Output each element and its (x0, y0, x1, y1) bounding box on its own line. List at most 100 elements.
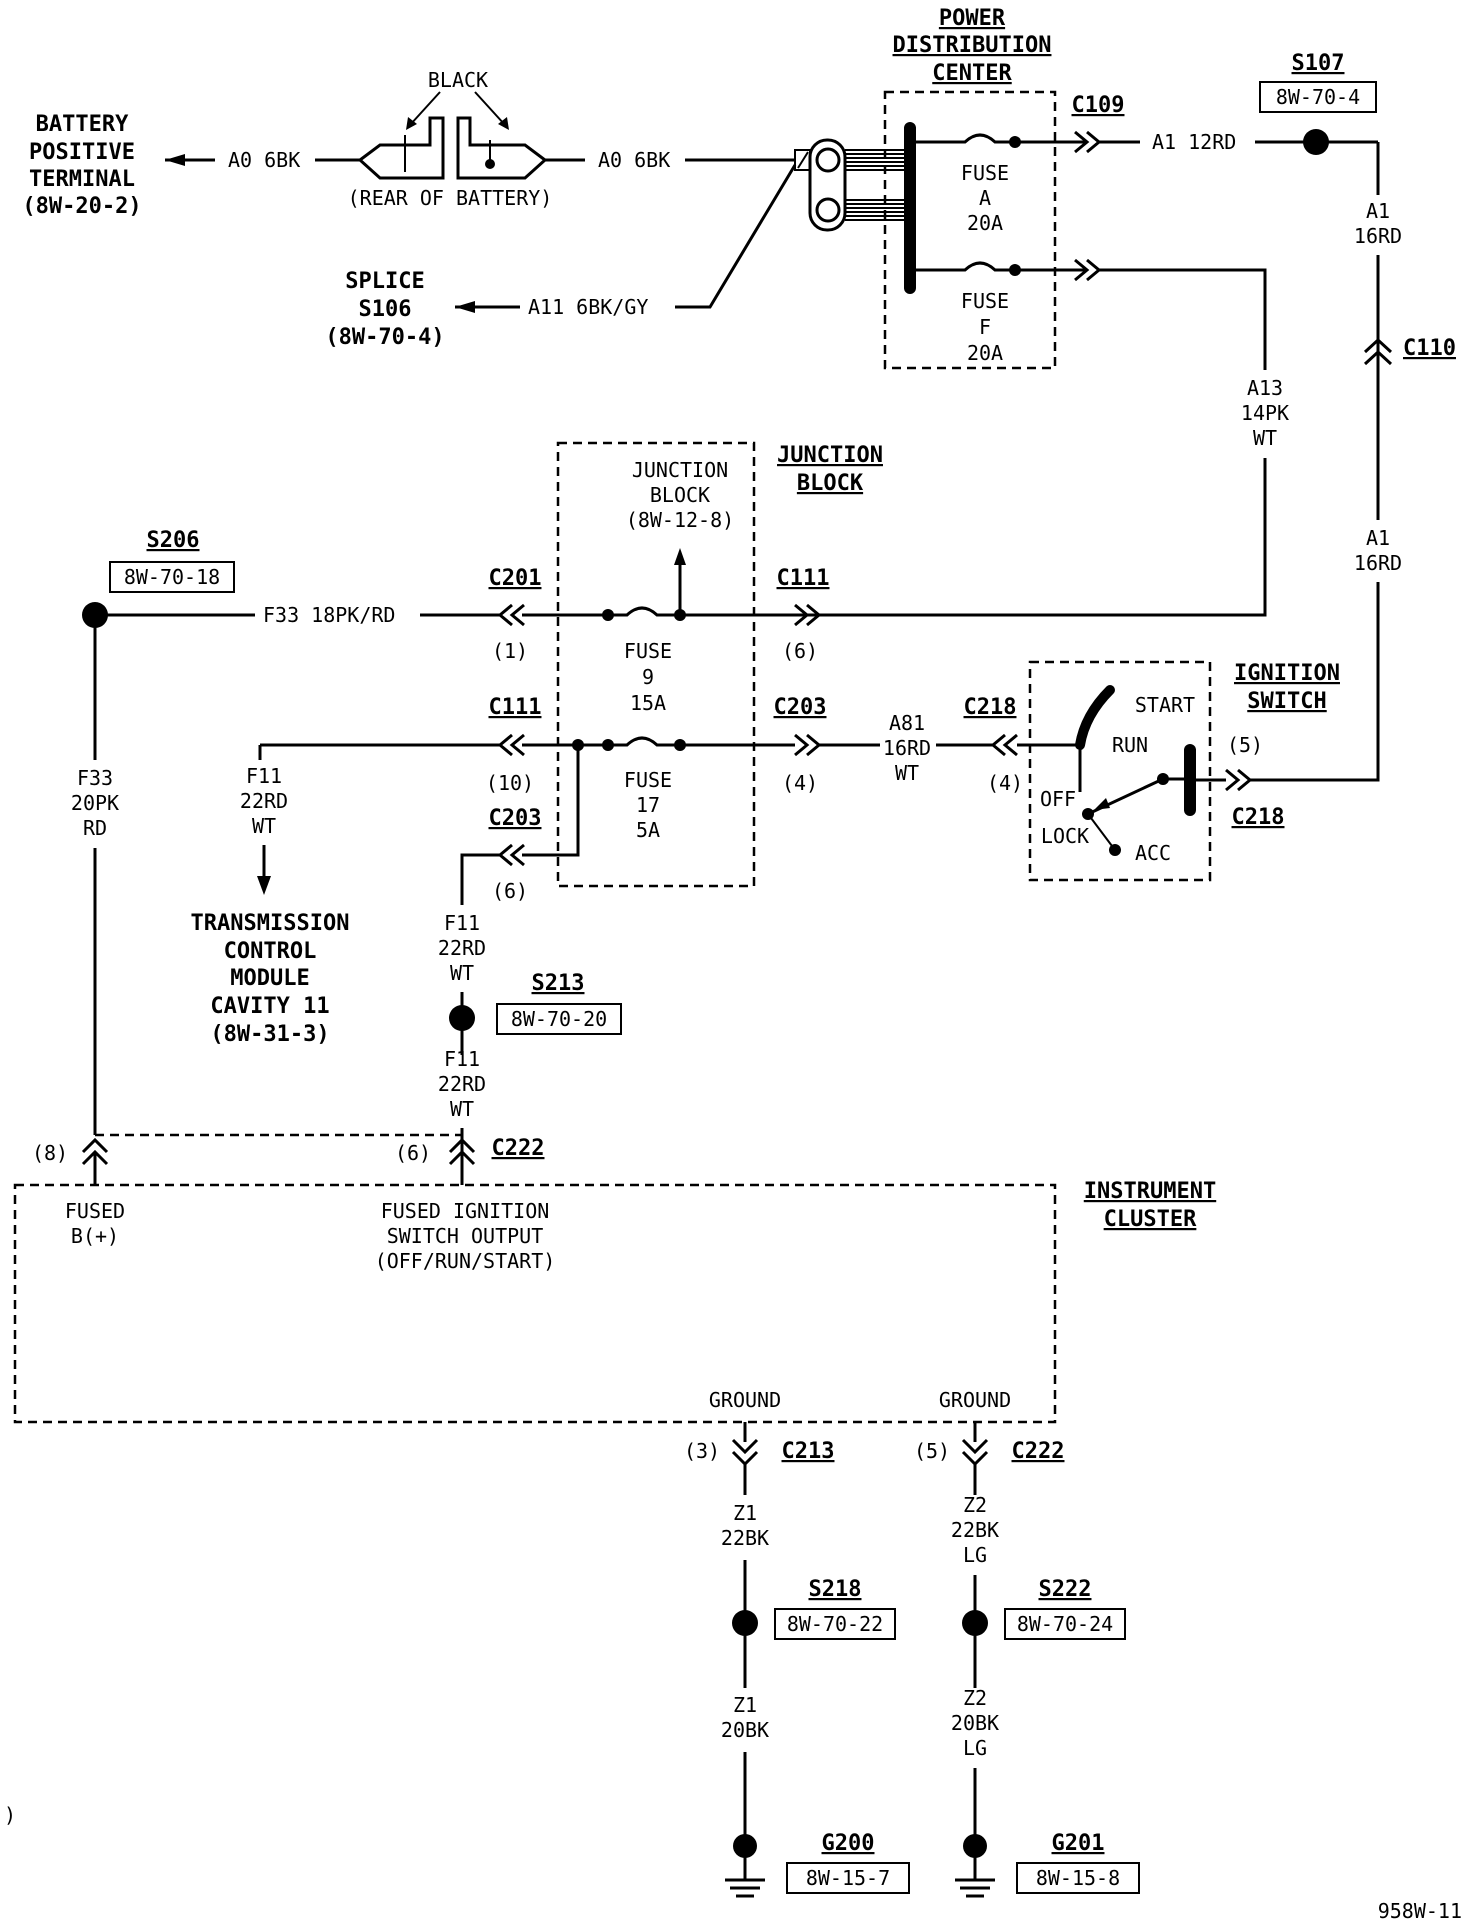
svg-text:17: 17 (636, 793, 660, 817)
svg-text:Z1: Z1 (733, 1693, 757, 1717)
wire-z1-22-label: Z1 22BK (721, 1501, 769, 1550)
lug-detail (797, 151, 809, 169)
pin-c111-top: (6) (782, 639, 818, 663)
battery-connector-right (456, 116, 548, 180)
svg-text:CONTROL: CONTROL (224, 939, 317, 964)
wire-a11: A11 6BK/GY (528, 295, 648, 319)
splice-s206-ref: 8W-70-18 (124, 565, 220, 589)
connector-c203-left: C203 (489, 806, 542, 831)
wire-a1-top-label: A1 16RD (1354, 199, 1402, 248)
arrow-head-icon (674, 548, 686, 565)
pin-c218-left: (4) (987, 771, 1023, 795)
svg-text:F11: F11 (246, 764, 282, 788)
wire-f11-left-label: F11 22RD WT (240, 764, 288, 838)
svg-text:(OFF/RUN/START): (OFF/RUN/START) (375, 1249, 556, 1273)
pin-c213: (3) (684, 1439, 720, 1463)
wire-a0-right: A0 6BK (598, 148, 670, 172)
splice-s206-id: S206 (147, 528, 200, 553)
wire-z1-20-label: Z1 20BK (721, 1693, 769, 1742)
wire-segment (1248, 582, 1380, 782)
svg-text:WT: WT (450, 1097, 474, 1121)
wire-a81-label: A81 16RD WT (883, 711, 931, 785)
black-label: BLACK (428, 68, 488, 92)
fuse-9 (608, 606, 680, 617)
arrow-head-icon (406, 117, 417, 130)
svg-text:BLOCK: BLOCK (650, 483, 710, 507)
svg-text:20BK: 20BK (721, 1718, 769, 1742)
svg-text:(8W-20-2): (8W-20-2) (22, 194, 141, 219)
splice-s218-ref: 8W-70-22 (787, 1612, 883, 1636)
svg-text:SWITCH OUTPUT: SWITCH OUTPUT (387, 1224, 544, 1248)
svg-text:S106: S106 (359, 297, 412, 322)
svg-text:DISTRIBUTION: DISTRIBUTION (893, 33, 1052, 58)
svg-text:(8W-70-4): (8W-70-4) (325, 325, 444, 350)
fuse-a-label: FUSE A 20A (961, 161, 1009, 235)
svg-text:SWITCH: SWITCH (1247, 689, 1326, 714)
svg-text:WT: WT (895, 761, 919, 785)
svg-text:20A: 20A (967, 211, 1003, 235)
pin-cluster-8: (8) (32, 1141, 68, 1165)
ign-pos-lock: LOCK (1041, 824, 1089, 848)
svg-text:22BK: 22BK (721, 1526, 769, 1550)
svg-text:F11: F11 (444, 911, 480, 935)
splice-s222-dot (962, 1610, 988, 1636)
connector-c110-icon (1363, 337, 1393, 366)
svg-text:F: F (979, 315, 991, 339)
wire-segment (460, 853, 500, 905)
svg-text:RD: RD (83, 816, 107, 840)
connector-c109: C109 (1072, 93, 1125, 118)
ign-pos-run: RUN (1112, 733, 1148, 757)
svg-text:5A: 5A (636, 818, 660, 842)
fuse-terminal-dot (674, 609, 686, 621)
splice-s106-label: SPLICE S106 (8W-70-4) (325, 269, 444, 350)
connector-c213: C213 (782, 1439, 835, 1464)
connector-c201: C201 (489, 566, 542, 591)
fused-ignition-label: FUSED IGNITION SWITCH OUTPUT (OFF/RUN/ST… (375, 1199, 556, 1273)
connector-c222-top: C222 (492, 1136, 545, 1161)
ground-g200-icon (725, 1878, 765, 1898)
wire-f11-mid-top-label: F11 22RD WT (438, 911, 486, 985)
connector-c218-right: C218 (1232, 805, 1285, 830)
svg-text:A1: A1 (1366, 199, 1390, 223)
svg-text:JUNCTION: JUNCTION (632, 458, 728, 482)
svg-text:CLUSTER: CLUSTER (1104, 1207, 1197, 1232)
svg-text:FUSE: FUSE (624, 639, 672, 663)
wire-segment (830, 458, 1267, 617)
arrow-head-icon (1094, 798, 1110, 810)
battery-positive-terminal-label: BATTERY POSITIVE TERMINAL (8W-20-2) (22, 112, 141, 219)
svg-text:F33: F33 (77, 766, 113, 790)
svg-text:Z1: Z1 (733, 1501, 757, 1525)
arrow-head-icon (455, 301, 475, 313)
arrow-head-icon (257, 876, 271, 895)
svg-text:TRANSMISSION: TRANSMISSION (191, 911, 350, 936)
connector-c203-right: C203 (774, 695, 827, 720)
connector-c218-right-icon (1225, 768, 1253, 792)
pdc-box (883, 90, 1057, 370)
ignition-switch-box (1028, 660, 1212, 882)
svg-text:POSITIVE: POSITIVE (29, 140, 135, 165)
svg-text:MODULE: MODULE (230, 966, 309, 991)
ground-g201-ref-box (1016, 1862, 1140, 1894)
ignition-start-contact (1075, 685, 1115, 750)
ground-g201-icon (955, 1878, 995, 1898)
ground-g201-ref: 8W-15-8 (1036, 1866, 1120, 1890)
connector-c222-bottom-icon (961, 1438, 989, 1467)
svg-text:16RD: 16RD (883, 736, 931, 760)
ground-right-label: GROUND (939, 1388, 1011, 1412)
ground-g200-id: G200 (822, 1831, 875, 1856)
connector-c111-left: C111 (489, 695, 542, 720)
svg-text:FUSED IGNITION: FUSED IGNITION (381, 1199, 550, 1223)
connector-c222-bottom: C222 (1012, 1439, 1065, 1464)
svg-text:16RD: 16RD (1354, 551, 1402, 575)
splice-s222-ref-box (1004, 1608, 1126, 1640)
arrow-head-icon (498, 117, 509, 130)
wire-segment (93, 1152, 464, 1185)
svg-text:WT: WT (450, 961, 474, 985)
splice-s213-id: S213 (532, 971, 585, 996)
svg-text:TERMINAL: TERMINAL (29, 167, 135, 192)
svg-text:SPLICE: SPLICE (345, 269, 424, 294)
splice-s213-ref: 8W-70-20 (511, 1007, 607, 1031)
pin-cluster-6: (6) (395, 1141, 431, 1165)
svg-text:WT: WT (252, 814, 276, 838)
ignition-acc-line (1087, 813, 1116, 851)
